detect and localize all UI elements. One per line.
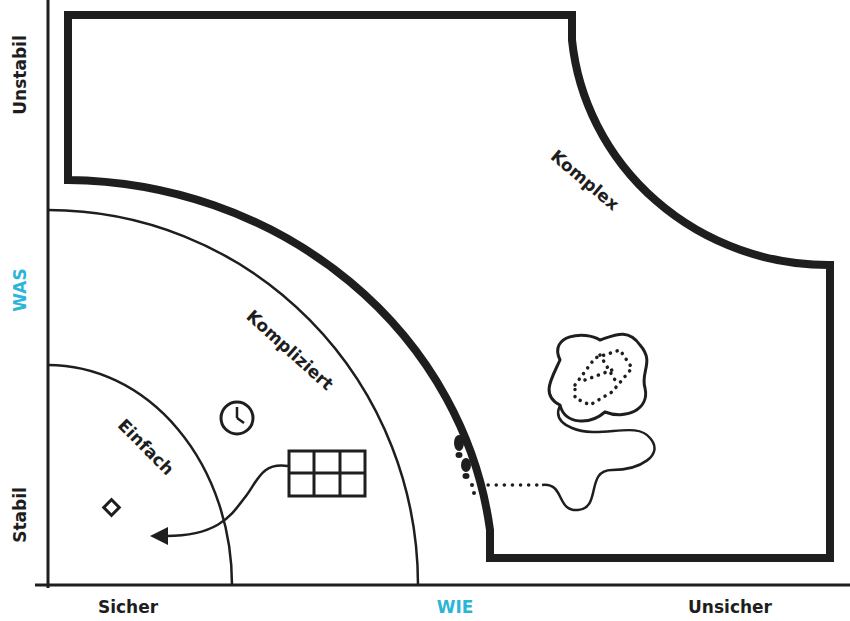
diamond-symbol	[104, 500, 120, 516]
axis-label: WAS	[10, 268, 30, 311]
region-outline	[48, 365, 232, 585]
region-outline	[48, 210, 420, 585]
region-line	[48, 365, 232, 585]
region-label: Kompliziert	[242, 306, 337, 394]
y-axis	[47, 0, 50, 588]
dotted-trail	[480, 483, 540, 487]
region-band: KompliziertEinfach	[48, 210, 420, 585]
clock-symbol	[221, 402, 253, 434]
region-band: Einfach	[48, 365, 232, 585]
region-outline	[64, 11, 834, 562]
region-band: Komplex	[64, 11, 834, 562]
axis-label: Stabil	[10, 487, 30, 543]
dotted-pattern	[575, 350, 632, 405]
region-line	[68, 15, 830, 558]
path-arrow	[166, 465, 288, 536]
blob-shape	[549, 334, 647, 421]
region-label: Einfach	[114, 415, 178, 479]
region-line	[48, 210, 418, 585]
arrow-head	[150, 527, 168, 545]
x-axis	[35, 584, 850, 587]
axis-label: Unstabil	[10, 35, 30, 114]
axis-label: WIE	[437, 597, 474, 617]
axis-label: Sicher	[98, 597, 158, 617]
axis-label: Unsicher	[688, 597, 772, 617]
grid-symbol	[289, 451, 365, 496]
